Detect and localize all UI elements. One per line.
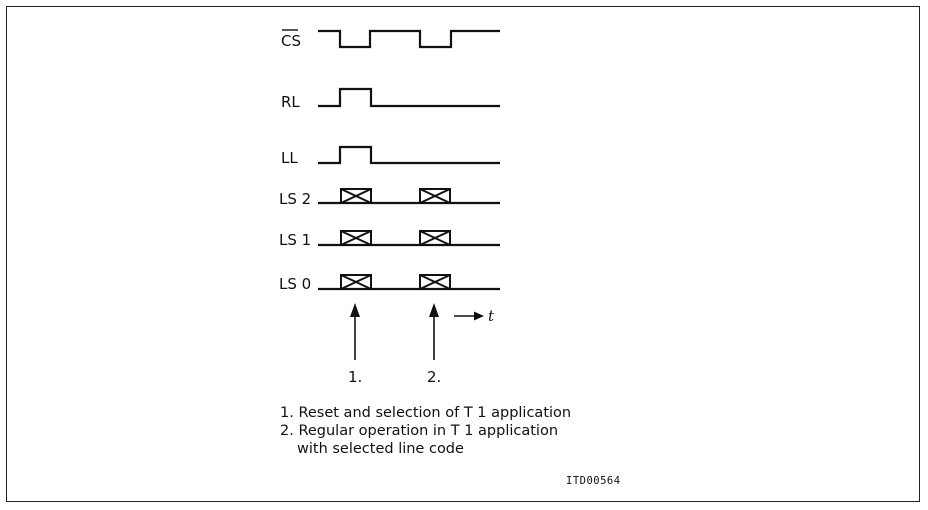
ls0-label: LS 0: [279, 275, 311, 293]
note-2-continued: with selected line code: [297, 441, 464, 457]
marker-1-label: 1.: [348, 368, 362, 386]
rl-label: RL: [281, 93, 300, 111]
note-1: 1. Reset and selection of T 1 applicatio…: [280, 405, 572, 421]
note-2: 2. Regular operation in T 1 application: [280, 423, 559, 439]
cs-label: CS: [281, 32, 301, 50]
ll-label: LL: [281, 149, 298, 167]
ls1-waveform: [318, 230, 500, 247]
ls0-waveform: [318, 274, 500, 291]
figure-id: ITD00564: [566, 475, 621, 487]
marker-2-arrow: [429, 303, 439, 360]
diagram-frame: [6, 6, 920, 502]
ls2-waveform: [318, 188, 500, 205]
rl-waveform: [318, 87, 500, 108]
ls2-label: LS 2: [279, 190, 311, 208]
ls1-label: LS 1: [279, 231, 311, 249]
time-arrow: [454, 311, 484, 321]
time-axis-label: t: [488, 307, 495, 325]
marker-2-label: 2.: [427, 368, 441, 386]
marker-1-arrow: [350, 303, 360, 360]
ll-waveform: [318, 145, 500, 165]
cs-waveform: [318, 29, 500, 49]
